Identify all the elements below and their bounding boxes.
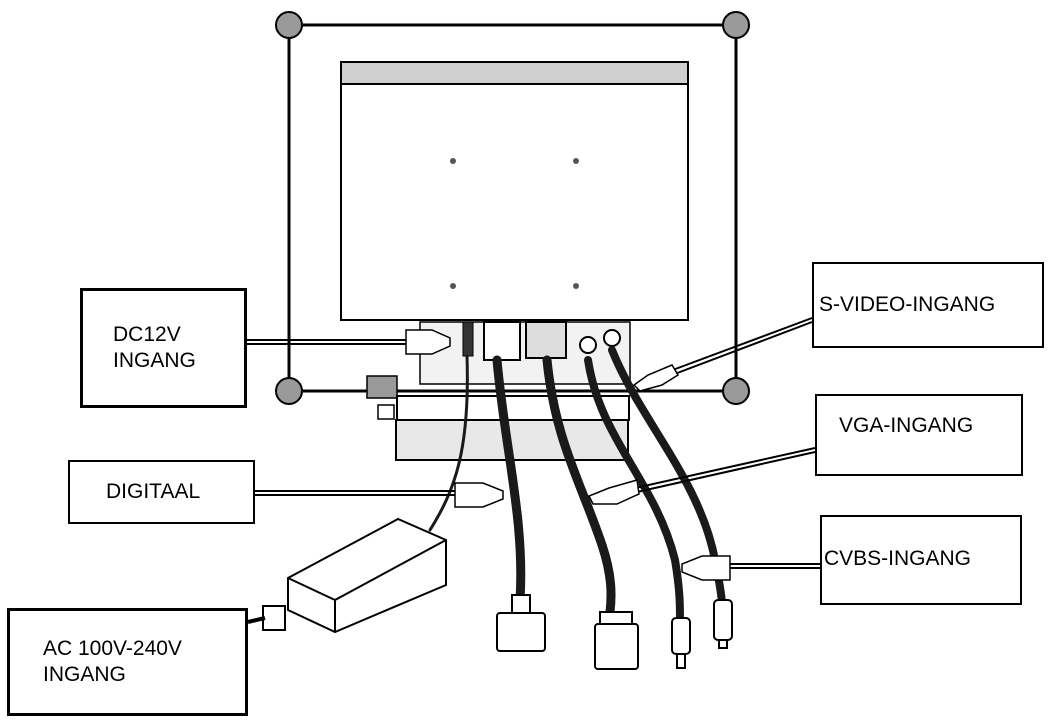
pointer-lines (247, 317, 820, 569)
label-ac-line1: AC 100V-240V (43, 637, 182, 660)
label-ac: AC 100V-240V INGANG (7, 608, 248, 716)
label-cvbs-line1: CVBS-INGANG (824, 547, 972, 570)
cables (428, 346, 726, 624)
label-dc12v-line2: INGANG (113, 349, 196, 372)
label-digitaal-line1: DIGITAAL (106, 480, 201, 503)
label-dc12v: DC12V INGANG (80, 288, 247, 408)
mounting-frame (275, 11, 750, 405)
label-vga-line1: VGA-INGANG (839, 414, 974, 437)
label-svideo: S-VIDEO-INGANG (812, 262, 1044, 348)
cable-ends (496, 594, 733, 670)
pointer-hands (405, 329, 731, 581)
monitor-back (340, 61, 689, 321)
power-adapter (247, 517, 447, 634)
label-dc12v-line1: DC12V (113, 323, 181, 346)
label-cvbs: CVBS-INGANG (820, 515, 1022, 605)
label-vga: VGA-INGANG (815, 394, 1023, 476)
label-ac-line2: INGANG (43, 663, 126, 686)
label-svideo-line1: S-VIDEO-INGANG (819, 293, 996, 316)
label-digitaal: DIGITAAL (68, 460, 255, 524)
